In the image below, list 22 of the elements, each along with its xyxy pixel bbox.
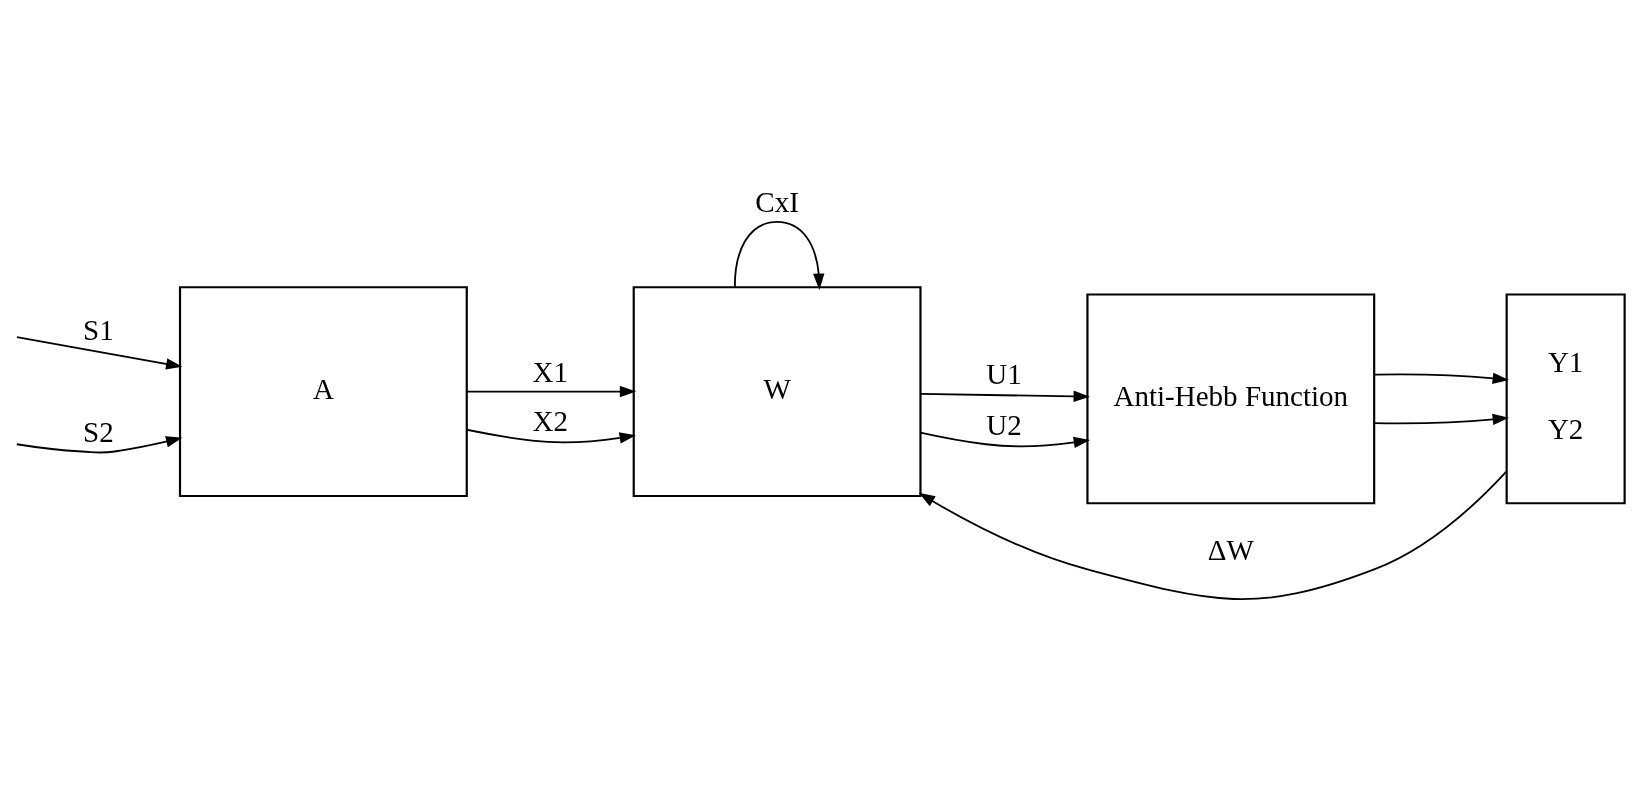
edge-label: X2 — [532, 404, 568, 437]
node-box: Y1 Y2 — [1505, 292, 1626, 504]
edge-label: U1 — [986, 357, 1022, 390]
arrow — [919, 390, 1090, 402]
edge-label: CxI — [755, 185, 799, 218]
arrow — [734, 220, 825, 290]
arrow — [918, 470, 1508, 600]
arrow — [1373, 413, 1509, 425]
node-box: Anti-Hebb Function — [1086, 292, 1376, 504]
node-box: W — [632, 285, 922, 497]
edge-label: U2 — [986, 408, 1022, 441]
edge-label: S1 — [83, 313, 114, 346]
arrow — [466, 428, 636, 443]
arrow — [16, 335, 183, 370]
arrow — [919, 431, 1091, 448]
node-box: A — [178, 285, 468, 497]
arrow — [15, 435, 183, 454]
arrow — [1373, 372, 1509, 384]
edge-label: S2 — [83, 415, 114, 448]
arrow — [466, 385, 637, 397]
edge-label: ΔW — [1207, 533, 1254, 566]
edge-label: X1 — [532, 355, 568, 388]
